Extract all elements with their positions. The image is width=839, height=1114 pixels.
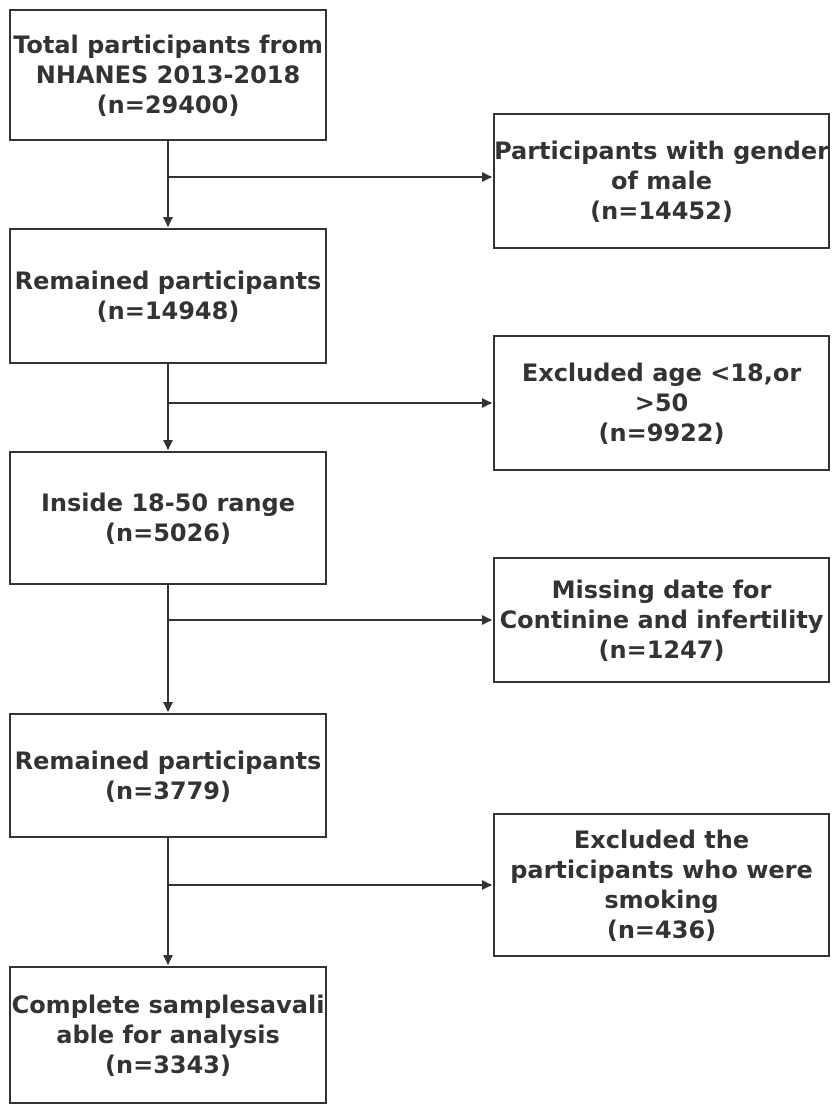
step-box-remained-participants-2: Remained participants (n=3779)	[9, 713, 327, 838]
box-text-line: Remained participants	[14, 267, 322, 295]
box-count: (n=29400)	[96, 91, 240, 119]
box-count: (n=3779)	[105, 776, 231, 805]
box-text-line: Total participants from	[13, 31, 323, 59]
step-box-remained-participants-1: Remained participants (n=14948)	[9, 228, 327, 364]
box-count: (n=14948)	[96, 297, 240, 325]
box-count: (n=14452)	[590, 197, 733, 225]
box-text-line: >50	[634, 389, 689, 417]
exclusion-box-age: Excluded age <18,or >50 (n=9922)	[493, 335, 830, 471]
step-box-age-range: Inside 18-50 range (n=5026)	[9, 451, 327, 585]
box-text-line: Remained participants	[14, 746, 322, 775]
box-text-line: Inside 18-50 range	[40, 489, 296, 517]
box-text-line: Complete samplesavali	[11, 991, 325, 1019]
box-count: (n=5026)	[105, 519, 231, 547]
exclusion-box-male: Participants with gender of male (n=1445…	[493, 113, 830, 249]
exclusion-box-smoking: Excluded the participants who were smoki…	[493, 813, 830, 957]
step-box-total-participants: Total participants from NHANES 2013-2018…	[9, 9, 327, 141]
step-box-complete-samples: Complete samplesavali able for analysis …	[9, 966, 327, 1104]
box-text-line: NHANES 2013-2018	[35, 61, 301, 89]
exclusion-box-missing-data: Missing date for Continine and infertili…	[493, 557, 830, 683]
box-text-line: of male	[611, 167, 712, 195]
box-text-line: Participants with gender	[494, 137, 829, 165]
box-count: (n=3343)	[105, 1051, 231, 1079]
box-text-line: smoking	[604, 886, 719, 914]
box-text-line: Excluded age <18,or	[521, 359, 802, 387]
box-count: (n=1247)	[598, 636, 725, 664]
box-text-line: able for analysis	[56, 1021, 280, 1049]
box-text-line: Continine and infertility	[499, 606, 824, 634]
box-count: (n=436)	[606, 916, 717, 944]
box-count: (n=9922)	[598, 419, 725, 447]
box-text-line: participants who were	[510, 856, 813, 884]
box-text-line: Excluded the	[573, 826, 750, 854]
box-text-line: Missing date for	[551, 576, 772, 604]
